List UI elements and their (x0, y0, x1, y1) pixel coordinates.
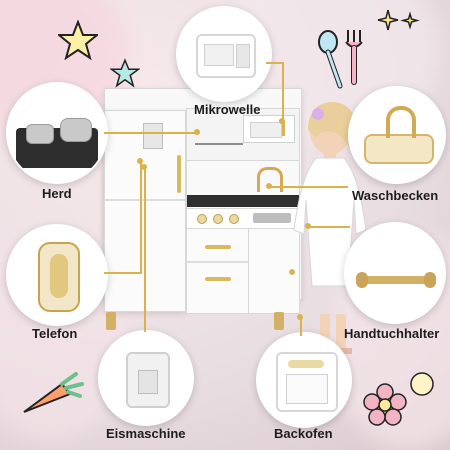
microwave-detail (196, 34, 256, 78)
label-backofen: Backofen (274, 426, 333, 441)
ice-machine-detail (126, 352, 170, 408)
cabinet-knob (289, 269, 295, 275)
flower-icon (363, 383, 407, 426)
label-mikrowelle: Mikrowelle (194, 102, 261, 117)
detail-circle-towel-bar (344, 222, 446, 324)
detail-circle-ice-machine (98, 330, 194, 426)
pot (60, 118, 92, 142)
lower-cabinet-left (186, 228, 250, 314)
phone-receiver (50, 254, 68, 298)
connector-dot (305, 223, 311, 229)
detail-circle-phone (6, 224, 108, 326)
oven-knobs (288, 360, 324, 368)
sink-detail (364, 134, 434, 164)
drawer-handle (205, 245, 231, 249)
utensil-rack (195, 143, 243, 145)
connector-dot (141, 164, 147, 170)
stove-top (187, 195, 299, 207)
pot (26, 124, 54, 144)
label-telefon: Telefon (32, 326, 78, 341)
flower-icon (410, 372, 434, 396)
fork-icon (345, 30, 363, 85)
towel-bar-mount (356, 272, 368, 288)
faucet (257, 167, 283, 192)
sparkle-icon (377, 9, 420, 31)
display-panel (253, 213, 291, 223)
connector-line (266, 62, 282, 64)
detail-circle-stove (6, 82, 108, 184)
oven-door (286, 374, 328, 404)
microwave (243, 115, 295, 143)
kitchen-leg (274, 312, 284, 330)
top-shelf (186, 108, 300, 162)
fridge-dispenser (143, 123, 163, 149)
kitchen-leg (106, 312, 116, 330)
connector-line (310, 226, 350, 228)
detail-circle-sink (348, 86, 446, 184)
phone-detail (38, 242, 80, 312)
connector-dot (137, 158, 143, 164)
star-icon (58, 20, 98, 60)
detail-circle-oven (256, 332, 352, 428)
microwave-window (204, 44, 234, 66)
label-handtuchhalter: Handtuchhalter (344, 326, 440, 341)
drawer-divider (187, 261, 249, 263)
connector-line (104, 272, 140, 274)
control-panel (186, 208, 300, 230)
star-icon (110, 58, 140, 88)
towel-bar-mount (424, 272, 436, 288)
fridge-handle (177, 155, 181, 193)
connector-dot (297, 314, 303, 320)
stove-area (186, 160, 300, 210)
faucet-detail (386, 106, 416, 138)
toy-kitchen (104, 20, 316, 350)
spoon-icon (318, 30, 343, 89)
microwave-window (250, 122, 282, 138)
stove-knob (197, 214, 207, 224)
connector-dot (266, 183, 272, 189)
label-herd: Herd (42, 186, 72, 201)
connector-line (144, 166, 146, 332)
label-eismaschine: Eismaschine (106, 426, 186, 441)
connector-line (300, 318, 302, 336)
connector-line (104, 132, 196, 134)
connector-line (140, 160, 142, 274)
connector-dot (194, 129, 200, 135)
stove-knob (229, 214, 239, 224)
connector-dot (279, 118, 285, 124)
oven-handle (205, 277, 231, 281)
microwave-keypad (236, 44, 250, 68)
oven-detail (276, 352, 338, 412)
carrot-icon (23, 372, 84, 413)
label-waschbecken: Waschbecken (352, 188, 439, 203)
connector-line (282, 62, 284, 120)
stove-knob (213, 214, 223, 224)
towel-bar-detail (360, 276, 432, 284)
ice-dispenser (138, 370, 158, 394)
microwave-handle (282, 122, 285, 136)
detail-circle-microwave (176, 6, 272, 102)
connector-line (270, 186, 348, 188)
